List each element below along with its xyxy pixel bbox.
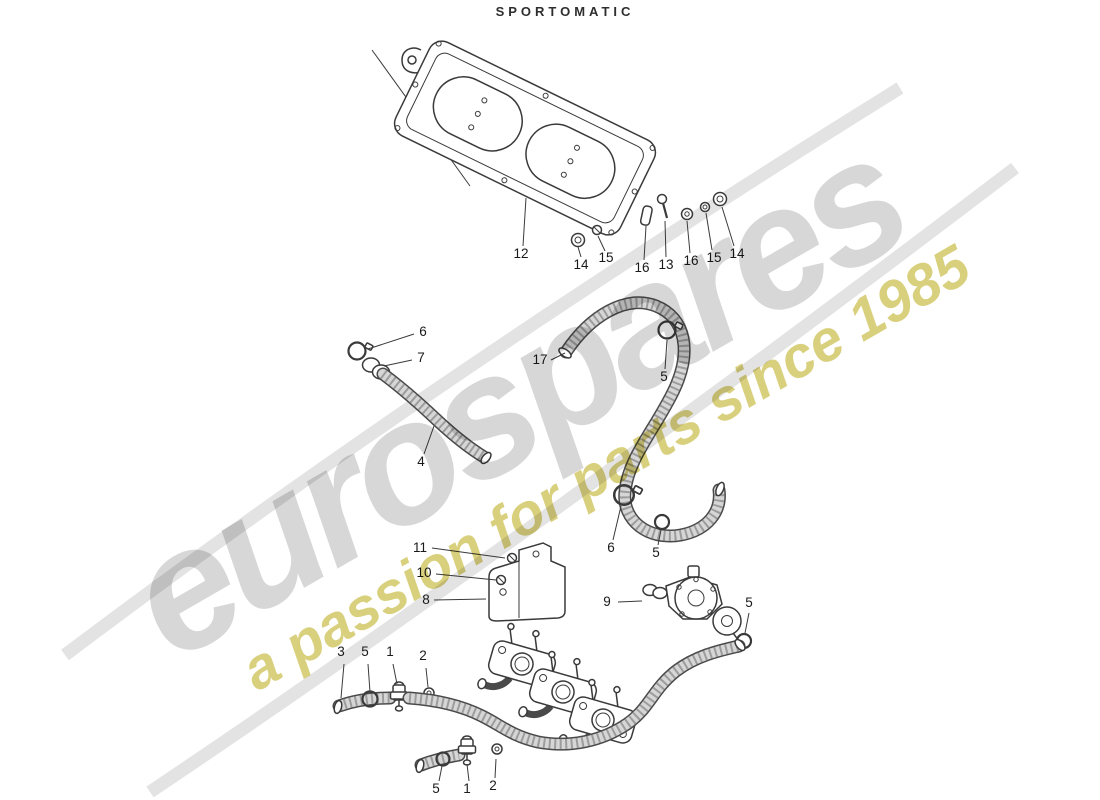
screw-10 <box>495 574 507 586</box>
callout-leader-1 <box>392 663 398 685</box>
callout-15[interactable]: 15 <box>706 250 721 265</box>
hose-3 <box>333 698 390 715</box>
callout-15[interactable]: 15 <box>598 250 613 265</box>
callout-leader-5 <box>744 612 750 634</box>
callout-5[interactable]: 5 <box>652 545 660 560</box>
callout-5[interactable]: 5 <box>432 781 440 796</box>
hose-17 <box>558 303 726 536</box>
callout-leader-15 <box>705 212 713 251</box>
callout-leader-14 <box>721 206 735 247</box>
hose-clamp-6a <box>347 341 375 361</box>
callout-4[interactable]: 4 <box>417 454 425 469</box>
callout-7[interactable]: 7 <box>417 350 425 365</box>
callout-16[interactable]: 16 <box>634 260 649 275</box>
callout-14[interactable]: 14 <box>729 246 745 261</box>
callout-leader-6 <box>367 333 415 350</box>
callout-1[interactable]: 1 <box>386 644 394 659</box>
callout-leader-5 <box>664 339 668 370</box>
callout-leader-14 <box>577 246 582 258</box>
callout-leader-15 <box>597 235 606 252</box>
cover-plate <box>393 40 657 236</box>
callout-leader-2 <box>425 667 429 688</box>
callout-17[interactable]: 17 <box>532 352 547 367</box>
callout-13[interactable]: 13 <box>658 257 673 272</box>
hose-lower <box>409 638 746 744</box>
callout-leader-2 <box>494 758 497 779</box>
callout-leader-12 <box>522 197 527 247</box>
page-title: SPORTOMATIC <box>495 4 635 19</box>
screw-11 <box>506 552 518 564</box>
callout-leader-5 <box>438 765 443 782</box>
callout-leader-17 <box>550 352 566 361</box>
callout-leader-1 <box>466 763 470 782</box>
callout-leader-7 <box>383 359 413 367</box>
callout-leader-9 <box>617 600 643 603</box>
fastener-set <box>570 191 728 248</box>
callout-8[interactable]: 8 <box>422 592 430 607</box>
callout-16[interactable]: 16 <box>683 253 698 268</box>
callout-5[interactable]: 5 <box>745 595 753 610</box>
callout-leader-13 <box>664 220 667 258</box>
callout-leader-10 <box>435 573 497 581</box>
callout-9[interactable]: 9 <box>603 594 611 609</box>
callout-6[interactable]: 6 <box>419 324 427 339</box>
callout-12[interactable]: 12 <box>513 246 528 261</box>
callout-leader-16 <box>686 220 691 254</box>
callout-leader-11 <box>431 547 506 559</box>
hose-4 <box>383 374 492 465</box>
retainer-hook <box>401 47 426 74</box>
callout-leader-4 <box>423 425 435 455</box>
hose-clamp-5e <box>435 751 451 767</box>
bracket-8 <box>488 542 566 622</box>
callout-5[interactable]: 5 <box>361 644 369 659</box>
callout-10[interactable]: 10 <box>416 565 431 580</box>
callout-leader-8 <box>433 598 487 601</box>
callout-11[interactable]: 11 <box>413 540 427 555</box>
callout-2[interactable]: 2 <box>419 648 427 663</box>
callout-1[interactable]: 1 <box>463 781 471 796</box>
callout-leader-6 <box>612 505 622 541</box>
diagram-art <box>333 40 753 774</box>
callout-leader-3 <box>340 663 345 699</box>
callout-leader-16 <box>643 225 647 261</box>
callout-2[interactable]: 2 <box>489 778 497 793</box>
callout-5[interactable]: 5 <box>660 369 668 384</box>
valve-assembly-9 <box>642 565 742 642</box>
callout-3[interactable]: 3 <box>337 644 345 659</box>
callout-6[interactable]: 6 <box>607 540 615 555</box>
callout-14[interactable]: 14 <box>573 257 589 272</box>
hose-bottom <box>415 755 459 774</box>
clamp-ring-5b <box>653 513 671 531</box>
callout-leader-5 <box>657 529 662 546</box>
callout-leader-5 <box>367 663 371 693</box>
seal-ring-2b <box>491 743 503 755</box>
background-swooshes <box>61 82 1019 798</box>
